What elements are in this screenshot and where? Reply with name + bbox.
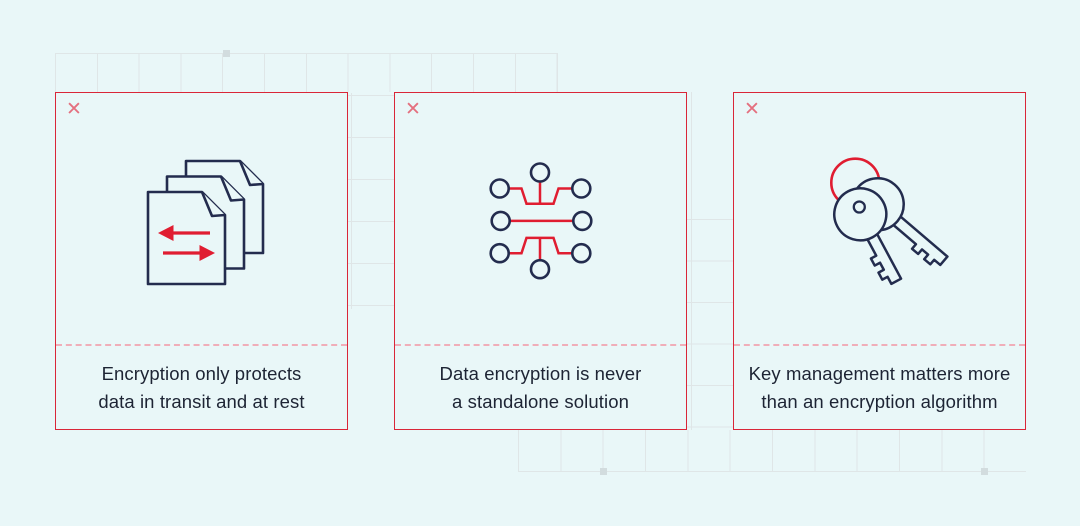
caption-line: Data encryption is never	[439, 362, 642, 384]
circuit-nodes-icon	[487, 161, 595, 287]
caption-line: data in transit and at rest	[98, 390, 305, 412]
keys-keyring-icon	[823, 151, 959, 300]
grid-handle-dot	[981, 468, 988, 475]
background-grid-top-strip	[55, 53, 558, 92]
card-standalone-solution: ✕	[394, 92, 687, 430]
grid-handle-dot	[600, 468, 607, 475]
documents-transfer-icon	[146, 159, 266, 292]
caption-line: Encryption only protects	[101, 362, 302, 384]
background-grid-bottom-strip	[518, 430, 1026, 472]
dashed-divider	[395, 344, 686, 346]
close-icon[interactable]: ✕	[66, 99, 82, 120]
background-grid-gap-right	[687, 219, 733, 431]
background-grid-gap-left	[348, 93, 394, 309]
card-encryption-transit: ✕	[55, 92, 348, 430]
background-grid-gap-right-line	[691, 92, 692, 430]
card-caption: Data encryption is never a standalone so…	[395, 346, 686, 429]
card-key-management: ✕ Key management matters m	[733, 92, 1026, 430]
caption-line: Key management matters more	[748, 362, 1011, 384]
close-icon[interactable]: ✕	[744, 99, 760, 120]
close-icon[interactable]: ✕	[405, 99, 421, 120]
dashed-divider	[56, 344, 347, 346]
dashed-divider	[734, 344, 1025, 346]
card-caption: Key management matters more than an encr…	[734, 346, 1025, 429]
grid-handle-dot	[223, 50, 230, 57]
caption-line: than an encryption algorithm	[761, 390, 998, 412]
card-caption: Encryption only protects data in transit…	[56, 346, 347, 429]
caption-line: a standalone solution	[452, 390, 629, 412]
